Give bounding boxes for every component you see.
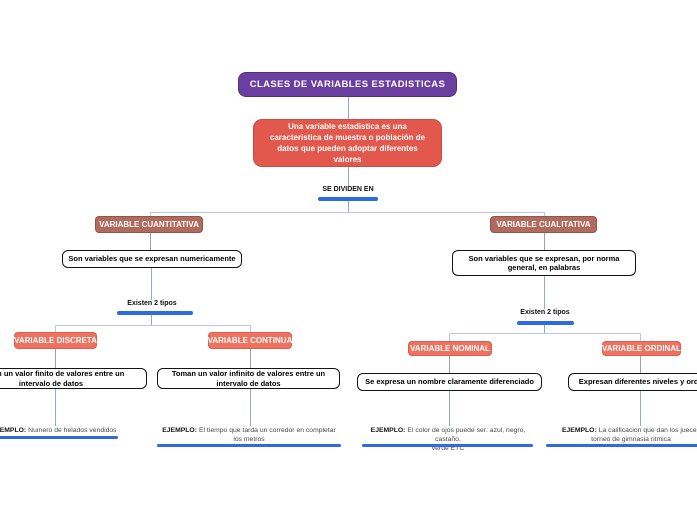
existen-tipos-right-label: Existen 2 tipos [520, 309, 570, 316]
ordinal-node[interactable]: VARIABLE ORDINAL [602, 341, 681, 356]
ordinal-example-text: La calificacion que dan los jueces [598, 427, 697, 434]
definition-line: datos que pueden adoptar diferentes [277, 144, 418, 153]
discreta-example-prefix: EJEMPLO: [0, 427, 27, 434]
cualitativa-label: VARIABLE CUALITATIVA [496, 220, 591, 229]
connector-line [250, 325, 251, 332]
discreta-example-node[interactable]: EJEMPLO:Numero de helados vendidos [0, 426, 118, 436]
connector-line [544, 276, 545, 309]
continua-node[interactable]: VARIABLE CONTINUA [208, 332, 292, 349]
continua-desc-node[interactable]: Toman un valor infinito de valores entre… [157, 368, 340, 389]
cuantitativa-desc-node[interactable]: Son variables que se expresan numericame… [62, 250, 242, 268]
connector-line [449, 333, 450, 341]
continua-example-node[interactable]: EJEMPLO:El tiempo que tarda un corredor … [157, 426, 341, 444]
existen-tipos-left-underline [117, 311, 193, 315]
discreta-node[interactable]: VARIABLE DISCRETA [14, 332, 97, 349]
nominal-example-text: verde ETC [431, 445, 465, 452]
divider-node[interactable]: SE DIVIDEN EN [298, 186, 398, 196]
cuantitativa-label: VARIABLE CUANTITATIVA [99, 220, 199, 229]
discreta-example-text: Numero de helados vendidos [28, 427, 117, 434]
root-label: CLASES DE VARIABLES ESTADISTICAS [249, 79, 446, 90]
connector-line [449, 333, 640, 334]
connector-line [55, 349, 56, 368]
connector-line [150, 212, 544, 213]
connector-line [150, 212, 151, 217]
nominal-desc: Se expresa un nombre claramente diferenc… [365, 377, 534, 387]
definition-line: Una variable estadistica es una [288, 122, 407, 131]
cuantitativa-desc: Son variables que se expresan numericame… [68, 254, 236, 264]
nominal-example-prefix: EJEMPLO: [370, 427, 406, 434]
connector-line [151, 314, 152, 325]
continua-label: VARIABLE CONTINUA [207, 336, 293, 345]
connector-line [640, 391, 641, 426]
ordinal-example-text: torneo de gimnasia ritmica [591, 436, 671, 443]
discreta-desc-line: intervalo de datos [18, 378, 84, 388]
continua-example-prefix: EJEMPLO: [162, 427, 197, 434]
ordinal-desc-node[interactable]: Expresan diferentes niveles y orden [568, 373, 697, 391]
discreta-label: VARIABLE DISCRETA [14, 336, 97, 345]
connector-line [640, 356, 641, 373]
nominal-example-underline [362, 444, 533, 447]
root-node[interactable]: CLASES DE VARIABLES ESTADISTICAS [238, 72, 457, 97]
continua-desc-line: intervalo de datos [216, 378, 281, 388]
discreta-example-underline [0, 436, 118, 439]
continua-desc-line: Toman un valor infinito de valores entre… [171, 369, 326, 378]
continua-example-text: El tiempo que tarda un corredor en compl… [198, 427, 336, 434]
definition-line: caracteristica de muestra o población de [269, 133, 426, 142]
continua-example-text: los metros [233, 436, 265, 443]
connector-line [348, 167, 349, 186]
ordinal-example-node[interactable]: EJEMPLO:La calificacion que dan los juec… [546, 426, 697, 444]
existen-tipos-right-node[interactable]: Existen 2 tipos [495, 309, 595, 319]
divider-label: SE DIVIDEN EN [322, 186, 374, 193]
nominal-example-node[interactable]: EJEMPLO:El color de ojos puede ser: azul… [361, 426, 535, 452]
discreta-desc-node[interactable]: Toman un valor finito de valores entre u… [0, 368, 147, 389]
connector-line [640, 333, 641, 341]
ordinal-example-underline [546, 444, 697, 447]
connector-line [250, 389, 251, 426]
connector-line [348, 97, 349, 119]
connector-line [250, 349, 251, 368]
cualitativa-desc-line: Son variables que se expresan, por norma [468, 253, 620, 263]
connector-line [55, 325, 56, 332]
definition-node[interactable]: Una variable estadistica es una caracter… [253, 119, 442, 167]
connector-line [348, 201, 349, 212]
connector-line [55, 389, 56, 426]
definition-line: valores [333, 155, 362, 164]
nominal-desc-node[interactable]: Se expresa un nombre claramente diferenc… [357, 373, 542, 391]
ordinal-desc: Expresan diferentes niveles y orden [578, 377, 697, 387]
existen-tipos-left-label: Existen 2 tipos [127, 300, 177, 307]
cuantitativa-node[interactable]: VARIABLE CUANTITATIVA [95, 216, 203, 233]
nominal-example-text: El color de ojos puede ser: azul, negro,… [407, 427, 526, 443]
cualitativa-desc-line: general, en palabras [507, 263, 581, 272]
cualitativa-node[interactable]: VARIABLE CUALITATIVA [490, 216, 597, 233]
connector-line [544, 233, 545, 250]
divider-underline [318, 197, 378, 201]
connector-line [449, 391, 450, 426]
connector-line [55, 325, 250, 326]
connector-line [544, 324, 545, 333]
discreta-desc-line: Toman un valor finito de valores entre u… [0, 369, 125, 378]
existen-tipos-left-node[interactable]: Existen 2 tipos [102, 300, 202, 310]
cualitativa-desc-node[interactable]: Son variables que se expresan, por norma… [452, 250, 636, 276]
continua-example-underline [157, 444, 341, 447]
existen-tipos-right-underline [517, 321, 574, 325]
nominal-node[interactable]: VARIABLE NOMINAL [408, 341, 492, 356]
connector-line [449, 356, 450, 373]
connector-line [544, 212, 545, 217]
connector-line [150, 233, 151, 250]
nominal-label: VARIABLE NOMINAL [410, 344, 490, 353]
connector-line [151, 268, 152, 300]
ordinal-example-prefix: EJEMPLO: [561, 427, 597, 434]
ordinal-label: VARIABLE ORDINAL [602, 344, 681, 353]
